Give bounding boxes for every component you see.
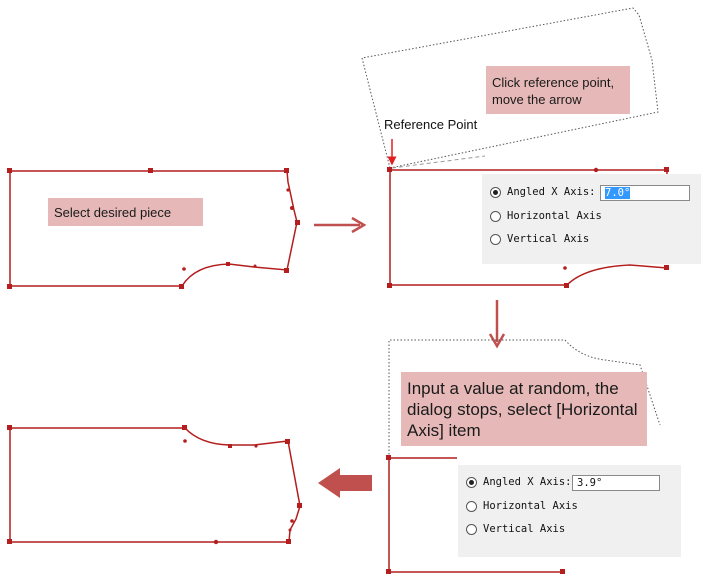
angle-input-value: 7.0° — [605, 187, 631, 199]
arrow-down — [488, 300, 506, 349]
option-vertical-axis[interactable]: Vertical Axis — [490, 231, 589, 247]
piece-step2-points — [387, 167, 669, 288]
option-vertical-axis[interactable]: Vertical Axis — [466, 521, 565, 537]
radio-icon — [490, 186, 501, 198]
angle-guide-line — [391, 155, 486, 169]
piece-original-points — [7, 168, 300, 289]
note-input-value: Input a value at random, the dialog stop… — [401, 372, 647, 446]
option-horizontal-axis[interactable]: Horizontal Axis — [490, 208, 602, 224]
angle-input[interactable]: 7.0° — [600, 185, 690, 201]
reference-point-label: Reference Point — [384, 117, 478, 132]
option-angled-x-axis[interactable]: Angled X Axis: — [466, 474, 572, 490]
option-label: Angled X Axis: — [483, 476, 572, 488]
ghost-piece-step3 — [388, 339, 661, 458]
radio-icon — [466, 523, 477, 535]
option-horizontal-axis[interactable]: Horizontal Axis — [466, 498, 578, 514]
angle-dialog-bottom: Angled X Axis: 3.9° Horizontal Axis Vert… — [458, 465, 681, 557]
radio-icon — [490, 233, 501, 245]
piece-step3-points — [386, 455, 565, 574]
angle-dialog-top: Angled X Axis: 7.0° Horizontal Axis Vert… — [482, 174, 701, 264]
arrow-left — [318, 468, 372, 498]
note-select-piece: Select desired piece — [48, 198, 203, 226]
option-label: Horizontal Axis — [483, 500, 578, 512]
option-label: Horizontal Axis — [507, 210, 602, 222]
option-angled-x-axis[interactable]: Angled X Axis: — [490, 184, 596, 200]
piece-result-points — [7, 425, 302, 545]
radio-icon — [490, 210, 501, 222]
ghost-piece-rotated — [361, 7, 659, 169]
arrow-right — [314, 216, 367, 234]
radio-icon — [466, 500, 477, 512]
option-label: Vertical Axis — [483, 523, 566, 535]
option-label: Angled X Axis: — [507, 186, 596, 198]
option-label: Vertical Axis — [507, 233, 590, 245]
piece-result[interactable] — [9, 427, 301, 543]
note-click-reference: Click reference point, move the arrow — [486, 66, 630, 114]
radio-icon — [466, 476, 477, 488]
angle-input[interactable]: 3.9° — [572, 475, 660, 491]
angle-input-value: 3.9° — [577, 477, 603, 489]
piece-original[interactable] — [9, 170, 298, 287]
